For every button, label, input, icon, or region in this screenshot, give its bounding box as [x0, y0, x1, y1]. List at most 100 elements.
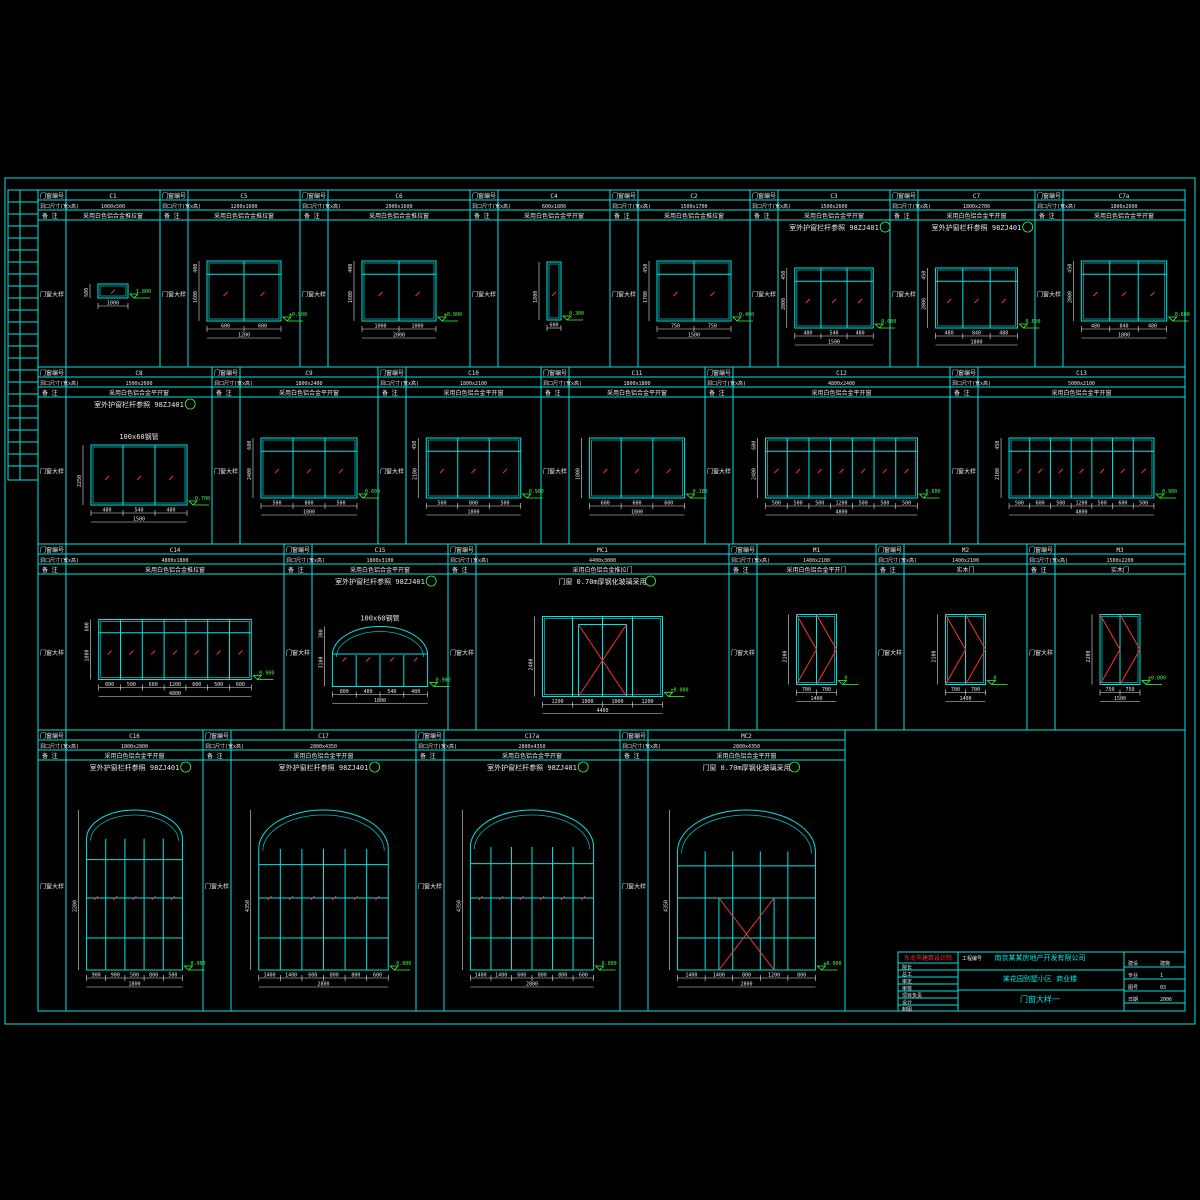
sash-arrow-mark [1150, 291, 1155, 297]
sheet-outer-border [4, 177, 1196, 1025]
window-code: C8 [135, 370, 143, 377]
header-size-label: 洞口尺寸(宽x高) [302, 203, 341, 210]
header-note-label: 备 注 [42, 212, 58, 220]
window-code: C5 [240, 193, 248, 200]
dimension-value: 700 [822, 687, 831, 693]
dimension-value: 600 [105, 682, 114, 688]
header-size-label: 洞口尺寸(宽x高) [952, 380, 991, 387]
header-size-label: 洞口尺寸(宽x高) [40, 380, 79, 387]
dimension-total-value: 1400 [959, 696, 971, 702]
window-size: 2800x4350 [310, 744, 337, 750]
window-frame [588, 437, 686, 499]
dimension-value: 800 [797, 973, 806, 979]
header-note-label: 备 注 [42, 389, 58, 397]
header-size-label: 洞口尺寸(宽x高) [40, 203, 79, 210]
dimension-value: 800 [538, 973, 547, 979]
level-value: 0.600 [881, 319, 896, 325]
header-elevation-label: 门窗大样 [162, 291, 186, 299]
door-swing-mark [745, 897, 775, 971]
dimension-total-value: 1800 [374, 698, 386, 704]
header-name-label: 门窗编号 [302, 192, 326, 200]
dimension-value: 500 [437, 501, 446, 507]
window-elevation [98, 619, 252, 680]
railing-reference-note: 室外护窗栏杆参照 98ZJ401 [90, 763, 180, 772]
dimension-height-value: 2100 [783, 650, 789, 662]
window-size: 1800x2400 [295, 381, 322, 387]
level-mark-icon [663, 692, 685, 697]
dimension-value: 600 [517, 973, 526, 979]
sash-arrow-mark [338, 468, 344, 474]
sheet-info-value: 建施 [1160, 960, 1170, 967]
dimension-value: 600 [258, 324, 267, 330]
dimension-height-value: 2100 [995, 468, 1001, 480]
sash-arrow-mark [194, 650, 200, 655]
window-note: 采用白色铝合金平开窗 [607, 389, 667, 397]
arch-inner [336, 631, 424, 658]
header-name-label: 门窗编号 [878, 546, 902, 554]
design-institute-name: 东北市建筑设计院 [904, 954, 952, 962]
dimension-value: 800 [558, 973, 567, 979]
sash-arrow-mark [1017, 468, 1022, 474]
sash-arrow-mark [1099, 468, 1105, 474]
dimension-height-value: 2400 [247, 468, 253, 480]
dimension-height-value: 2000 [781, 298, 787, 310]
sheet-info-value: 1 [1160, 973, 1163, 979]
dimension-value: 600 [601, 501, 610, 507]
window-frame [1008, 437, 1155, 499]
window-frame-inner [937, 269, 1016, 327]
dimension-value: 540 [134, 508, 143, 514]
sash-arrow-mark [129, 650, 134, 655]
sash-arrow-mark [365, 657, 371, 662]
dimension-value: 1200 [641, 699, 653, 705]
window-frame [765, 437, 918, 499]
sash-arrow-mark [774, 468, 779, 474]
window-frame-inner [1082, 262, 1166, 320]
window-frame [546, 261, 562, 321]
window-code: C4 [550, 193, 558, 200]
header-size-label: 洞口尺寸(宽x高) [286, 557, 325, 564]
dimension-value: 600 [1118, 501, 1127, 507]
arch-inner [90, 814, 179, 841]
dimension-value: 1000 [107, 301, 119, 307]
header-name-label: 门窗编号 [612, 192, 636, 200]
level-value: ±0.000 [671, 688, 689, 694]
window-elevation [765, 437, 918, 499]
window-size: 1500x1700 [680, 204, 707, 210]
window-size: 600x1800 [542, 204, 566, 210]
window-code: C3 [830, 193, 838, 200]
header-size-label: 洞口尺寸(宽x高) [1029, 557, 1068, 564]
dimension-value: 500 [1139, 501, 1148, 507]
sign-off-label: 总工 [902, 971, 912, 978]
dimension-total-value: 2800 [740, 982, 752, 988]
level-value: ±0.000 [823, 961, 841, 967]
dimension-value: 1400 [713, 973, 725, 979]
window-size: 1400x2100 [803, 558, 830, 564]
window-elevation [935, 267, 1018, 329]
level-mark-icon [252, 675, 274, 680]
header-note-label: 备 注 [452, 566, 468, 574]
dimension-value: 480 [411, 689, 420, 695]
header-name-label: 门窗编号 [892, 192, 916, 200]
title-block-right-cell [1123, 951, 1186, 1012]
dimension-height-value: 600 [247, 441, 253, 450]
header-note-label: 备 注 [880, 566, 896, 574]
window-code: MC2 [741, 733, 752, 740]
window-frame-arched [469, 809, 595, 971]
dimension-total-value: 1500 [133, 517, 145, 523]
dimension-height-value: 2000 [1067, 291, 1073, 303]
window-size: 1500x2600 [820, 204, 847, 210]
sash-arrow-mark [170, 895, 176, 901]
window-elevation [361, 260, 437, 322]
sash-arrow-mark [519, 895, 525, 901]
window-note: 采用白色铝合金平开窗 [1094, 212, 1154, 220]
window-frame-arched [86, 809, 183, 971]
title-block: 东北市建筑设计院院长总工审定审核项目负责设计制图工程编号南京某某房地产开发有限公… [897, 951, 1186, 1013]
window-elevation [97, 283, 129, 299]
sign-off-label: 项目负责 [902, 992, 922, 999]
